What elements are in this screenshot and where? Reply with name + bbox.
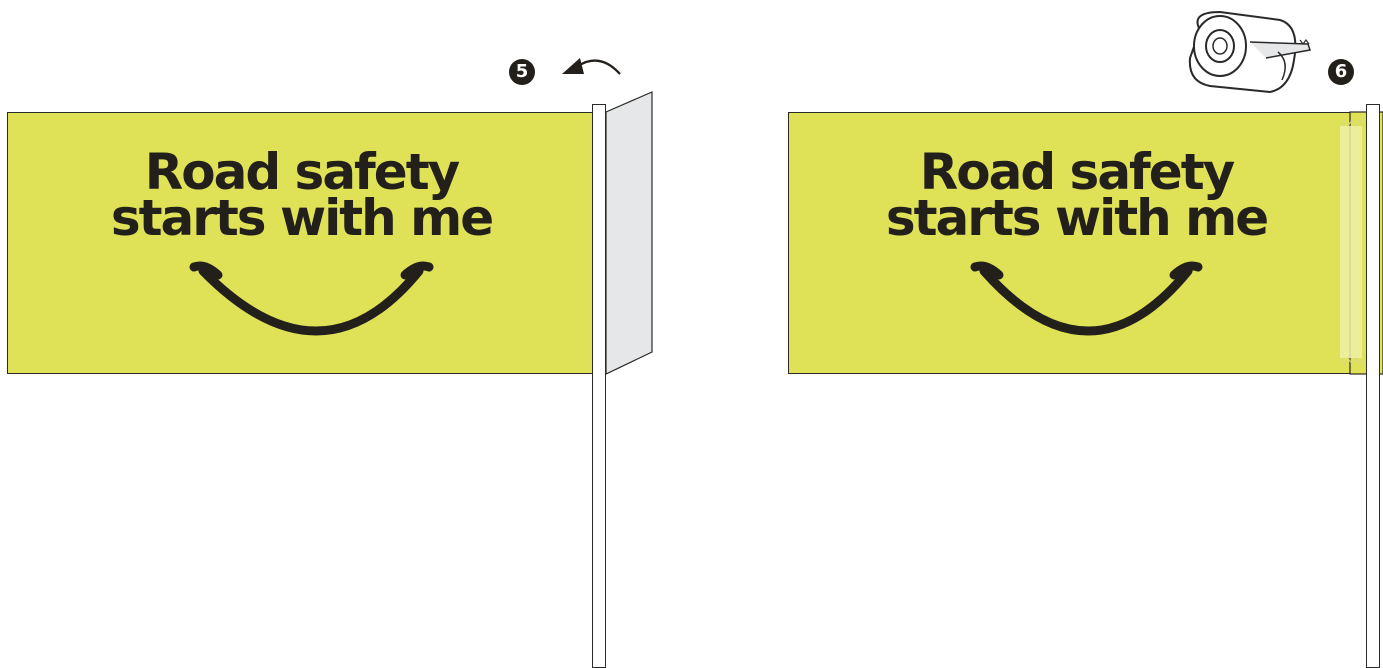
tape-dispenser-icon bbox=[780, 0, 1383, 120]
step-5-panel: Road safety starts with me 5 bbox=[0, 0, 660, 668]
flag-pole bbox=[592, 104, 606, 668]
flag: Road safety starts with me bbox=[7, 112, 594, 374]
smile-icon bbox=[8, 113, 595, 375]
flag-pole bbox=[1366, 104, 1380, 668]
step-6-panel: Road safety starts with me 6 bbox=[780, 0, 1383, 668]
fold-arrow-icon bbox=[0, 0, 660, 120]
